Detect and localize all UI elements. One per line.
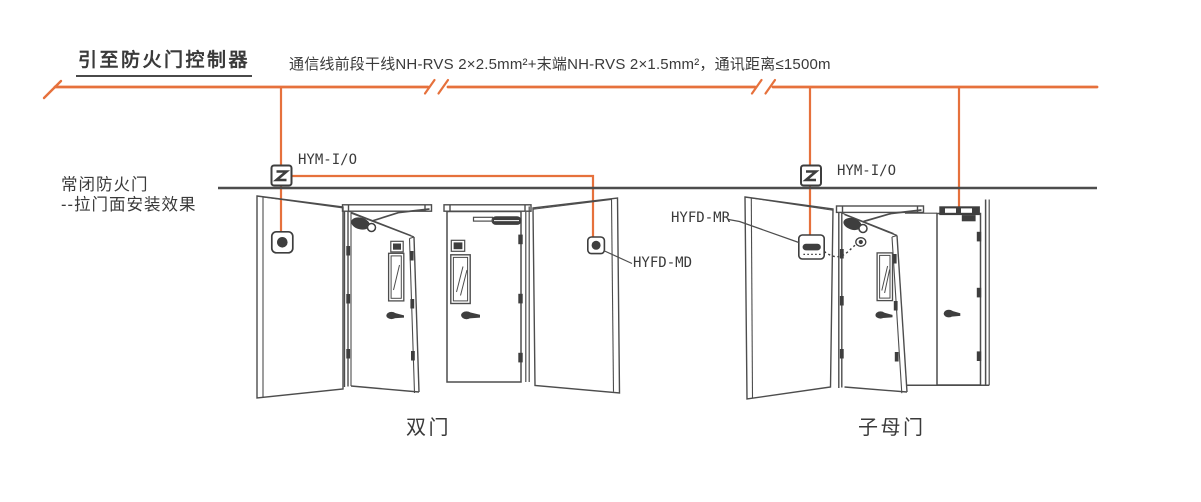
double-door-group	[256, 195, 621, 399]
door-holder-device-right	[586, 236, 606, 255]
door-closer-icon	[472, 216, 522, 225]
install-note-line1: 常闭防火门	[61, 176, 149, 194]
bus-break-mark	[750, 78, 763, 95]
release-chain	[823, 241, 860, 258]
page-title: 引至防火门控制器	[76, 45, 253, 77]
vision-panel	[876, 252, 894, 302]
door-holder-label: HYFD-MD	[633, 255, 693, 271]
door-handle-icon	[875, 311, 893, 319]
leader-hyfd-mr	[728, 218, 800, 244]
io-module-right	[800, 164, 822, 187]
open-leaf-right	[532, 197, 621, 394]
door-release-button	[450, 239, 466, 252]
door-frame-beam	[443, 204, 532, 212]
io-module-left	[270, 164, 293, 187]
module-label-left: HYM-I/O	[298, 152, 358, 168]
ajar-leaf-left	[343, 208, 430, 394]
ajar-mother-leaf	[838, 209, 922, 394]
wire-spec-text: 通信线前段干线NH-RVS 2×2.5mm²+末端NH-RVS 2×1.5mm²…	[289, 56, 831, 73]
io-module-icon	[272, 170, 291, 182]
mother-child-door-caption: 子母门	[858, 417, 926, 439]
bus-left-continuation-mark	[42, 79, 63, 100]
mother-child-door-group	[744, 196, 990, 400]
install-note-line2: --拉门面安装效果	[61, 195, 197, 214]
wire-to-right-holder	[292, 174, 595, 238]
door-frame-beam	[835, 205, 925, 214]
io-module-icon	[802, 170, 820, 182]
door-handle-icon	[386, 311, 404, 320]
bus-break-mark	[423, 78, 436, 95]
door-closer-icon	[351, 208, 430, 233]
door-release-button	[390, 240, 404, 253]
comm-bus-line	[42, 78, 1099, 100]
door-release-strip	[939, 206, 980, 222]
door-handle-icon	[461, 311, 480, 320]
hinge-marks	[839, 249, 899, 362]
door-handle-icon	[943, 309, 961, 318]
door-frame-right	[907, 199, 990, 386]
install-note: 常闭防火门 --拉门面安装效果	[61, 176, 197, 215]
bus-break-mark	[437, 78, 450, 95]
double-door-caption: 双门	[406, 417, 451, 439]
bus-break-mark	[764, 78, 777, 95]
module-label-right: HYM-I/O	[837, 163, 897, 179]
closed-leaf-right	[446, 206, 530, 383]
vision-panel	[450, 254, 471, 305]
door-holder-device-left	[270, 230, 294, 254]
leader-hyfd-md	[603, 249, 633, 265]
door-closer-icon	[843, 209, 922, 234]
hinge-marks	[976, 231, 982, 361]
child-leaf	[936, 206, 982, 386]
hinge-marks	[346, 246, 415, 361]
open-leaf	[744, 196, 834, 400]
open-leaf-left	[256, 195, 344, 399]
vision-panel	[387, 252, 405, 302]
door-release-label: HYFD-MR	[671, 210, 731, 226]
door-release-device	[797, 234, 867, 260]
hinge-marks	[518, 234, 523, 363]
leader-lines	[603, 218, 800, 265]
